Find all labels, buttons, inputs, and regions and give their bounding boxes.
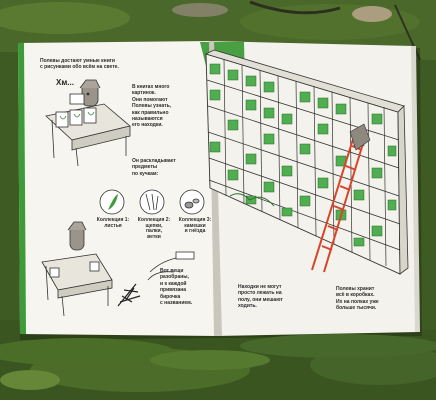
desk-illustration-bottom [41,221,195,317]
collection-2-label: Коллекция 2: щепки, палки, ветки [137,217,171,240]
paragraph-boxes: Полевы хранит всё в коробках. Их на полк… [336,286,379,312]
shelf-illustration [204,49,409,275]
intro-text: Полевы достают умные книги с рисунками о… [40,58,119,71]
ladder-illustration [311,135,365,273]
collection-icons [99,189,205,215]
collection-3-label: Коллекция 3: камешки и гнёзда [178,217,212,235]
branch-illustration [117,283,141,307]
exclaim-text: Хм... [56,78,74,87]
paragraph-floor: Находки не могут просто лежать на полу, … [238,284,283,310]
paragraph-books: В книгах много картинок. Они помогают По… [132,84,172,129]
collection-1-label: Коллекция 1: листья [96,217,130,229]
foreground-moss [0,334,436,370]
desk-illustration-top [45,79,131,167]
paragraph-tags: Вот вещи разобраны, и к каждой привязана… [160,268,193,307]
paragraph-sorting: Он раскладывает предметы по кучкам: [132,158,176,177]
